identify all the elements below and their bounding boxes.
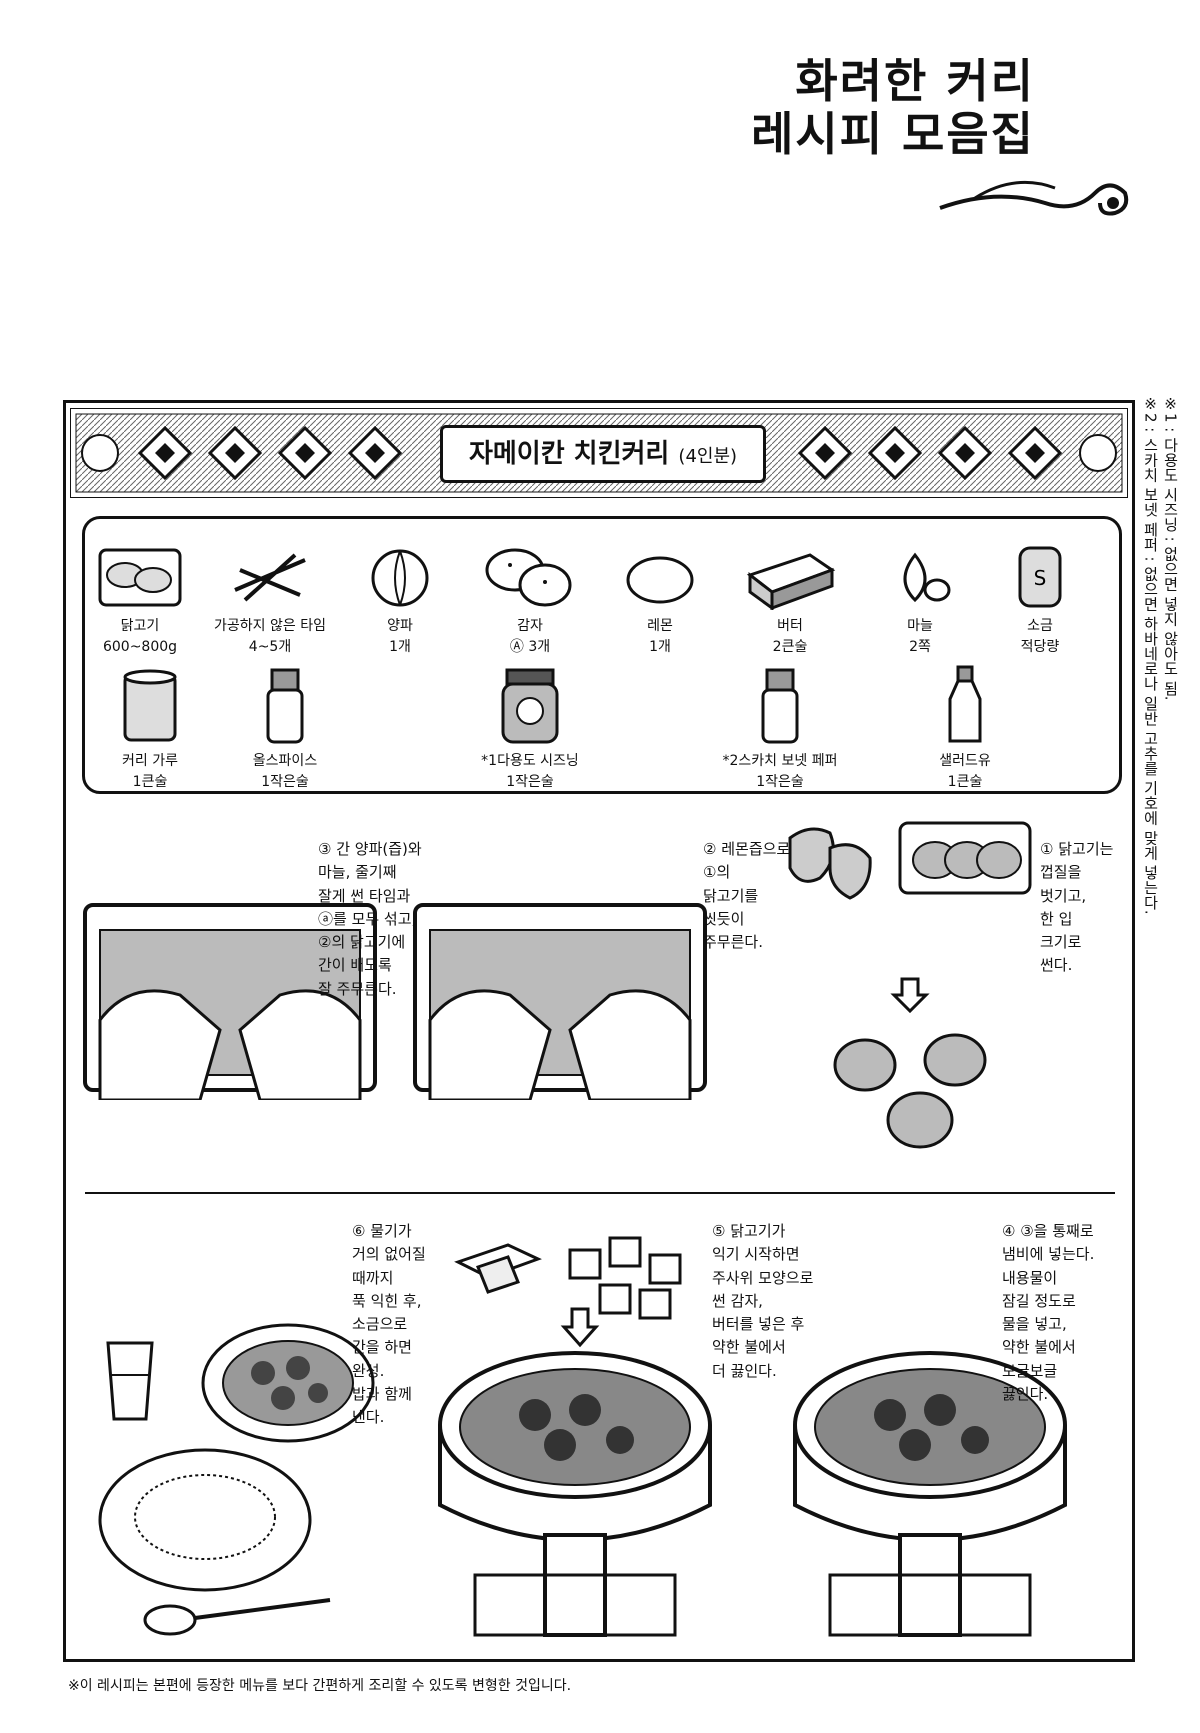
ingredient-name: 소금 — [1027, 618, 1053, 634]
page-title: 화려한 커리 레시피 모음집 — [751, 55, 1035, 161]
step-6-text: ⑥ 물기가 거의 없어질 때까지 푹 익힌 후, 소금으로 간을 하면 완성. … — [352, 1222, 426, 1426]
ingredient-name: *2스카치 보넷 페퍼 — [722, 753, 838, 769]
down-arrow-icon — [560, 1307, 600, 1348]
ingredient-amount: 1개 — [649, 639, 671, 655]
curry-can-icon — [123, 669, 177, 742]
ingredient-name: 양파 — [387, 618, 413, 634]
step-3-text: ③ 간 양파(즙)와 마늘, 줄기째 잘게 썬 타임과 ⓐ를 모두 섞고, ②의… — [318, 840, 422, 998]
ingredient-amount: 2큰술 — [772, 639, 808, 655]
curry-pot-illustration-2 — [793, 1351, 1067, 1637]
side-note-2: ※2 : 스카치 보넷 페퍼 : 없으면 하바네로나 일반 고추를 기호에 맞게… — [1141, 395, 1160, 915]
spoon-icon — [143, 1598, 331, 1636]
thyme-icon — [234, 553, 306, 602]
potato-icon — [485, 548, 572, 607]
cut-chicken-illustration — [833, 1033, 987, 1149]
title-line-2: 레시피 모음집 — [751, 106, 1035, 161]
ingredient-thyme: 가공하지 않은 타임 4~5개 — [195, 540, 345, 658]
ingredient-amount: 1개 — [389, 639, 411, 655]
ingredient-allspice: 올스파이스 1작은술 — [210, 665, 360, 793]
ingredient-onion: 양파 1개 — [325, 540, 475, 658]
ingredient-amount: 적당량 — [1020, 639, 1060, 655]
chicken-tray-illustration — [898, 821, 1032, 895]
ingredient-name: 닭고기 — [120, 618, 160, 634]
ingredient-lemon: 레몬 1개 — [585, 540, 735, 658]
step-2-text: ② 레몬즙으로 ①의 닭고기를 씻듯이 주무른다. — [703, 840, 791, 951]
curry-plate-illustration — [201, 1323, 375, 1443]
ingredient-amount: 600~800g — [102, 639, 178, 655]
chicken-tray-icon — [98, 548, 182, 607]
mixing-hands-illustration-2 — [413, 903, 707, 1100]
potato-cubes-illustration — [568, 1236, 682, 1320]
lemon-icon — [626, 556, 694, 604]
mixing-hands-illustration-1 — [83, 903, 377, 1100]
salt-icon: S — [1018, 546, 1062, 608]
recipe-frame — [63, 400, 1135, 1662]
butter-icon — [746, 553, 836, 610]
ingredient-salad-oil: 샐러드유 1큰술 — [890, 665, 1040, 793]
pepper-bottle-icon — [761, 668, 799, 744]
step-5-text: ⑤ 닭고기가 익기 시작하면 주사위 모양으로 썬 감자, 버터를 넣은 후 약… — [712, 1222, 814, 1380]
down-arrow-icon — [890, 977, 930, 1014]
curry-pot-illustration-1 — [438, 1351, 712, 1637]
rice-plate-illustration — [98, 1448, 312, 1592]
ingredient-name: 감자 — [517, 618, 543, 634]
recipe-servings: (4인분) — [678, 446, 738, 467]
chicken-pieces-illustration — [788, 827, 872, 900]
ingredient-amount: 4~5개 — [248, 639, 292, 655]
ingredient-amount: 2쪽 — [909, 639, 931, 655]
ingredient-garlic: 마늘 2쪽 — [845, 540, 995, 658]
oil-bottle-icon — [948, 665, 982, 743]
seasoning-jar-icon — [501, 668, 559, 744]
ingredient-amount: 1작은술 — [506, 774, 554, 790]
ingredient-amount: 1큰술 — [947, 774, 983, 790]
ingredient-butter: 버터 2큰술 — [715, 540, 865, 658]
ingredient-name: 마늘 — [907, 618, 933, 634]
ingredient-amount: 1작은술 — [756, 774, 804, 790]
recipe-title: 자메이칸 치킨커리 (4인분) — [440, 425, 766, 483]
ingredient-potato: 감자 Ⓐ 3개 — [455, 540, 605, 658]
butter-piece-illustration — [454, 1243, 542, 1294]
garlic-icon — [903, 552, 951, 603]
ingredient-name: 샐러드유 — [939, 753, 991, 769]
ingredient-salt: S 소금 적당량 — [965, 540, 1115, 658]
step-1-text: ① 닭고기는 껍질을 벗기고, 한 입 크기로 썬다. — [1040, 840, 1114, 975]
ingredient-scotch-bonnet: *2스카치 보넷 페퍼 1작은술 — [705, 665, 855, 793]
ingredient-amount: Ⓐ 3개 — [509, 639, 551, 655]
ingredient-name: *1다용도 시즈닝 — [481, 753, 579, 769]
step-4-text: ④ ③을 통째로 냄비에 넣는다. 내용물이 잠길 정도로 물을 넣고, 약한 … — [1002, 1222, 1095, 1403]
ingredient-name: 버터 — [777, 618, 803, 634]
ingredients-box — [82, 516, 1122, 794]
ingredient-amount: 1작은술 — [261, 774, 309, 790]
allspice-bottle-icon — [266, 668, 304, 744]
ingredient-name: 가공하지 않은 타임 — [214, 618, 326, 634]
recipe-name: 자메이칸 치킨커리 — [468, 439, 670, 469]
section-divider — [85, 1192, 1115, 1194]
svg-text:S: S — [1034, 566, 1047, 590]
ingredient-name: 올스파이스 — [252, 753, 318, 769]
ingredient-curry-powder: 커리 가루 1큰술 — [75, 665, 225, 793]
ingredient-name: 커리 가루 — [122, 753, 178, 769]
ingredient-seasoning: *1다용도 시즈닝 1작은술 — [455, 665, 605, 793]
glass-icon — [106, 1341, 154, 1421]
ingredient-chicken: 닭고기 600~800g — [65, 540, 215, 658]
onion-icon — [371, 549, 429, 607]
title-line-1: 화려한 커리 — [795, 54, 1035, 108]
flourish-ornament — [939, 180, 1129, 216]
ingredient-amount: 1큰술 — [132, 774, 168, 790]
footnote: ※이 레시피는 본편에 등장한 메뉴를 보다 간편하게 조리할 수 있도록 변형… — [68, 1678, 572, 1694]
side-note-1: ※1 : 다용도 시즈닝 : 없으면 넣지 않아도 됨. — [1161, 395, 1180, 701]
ingredient-name: 레몬 — [647, 618, 673, 634]
